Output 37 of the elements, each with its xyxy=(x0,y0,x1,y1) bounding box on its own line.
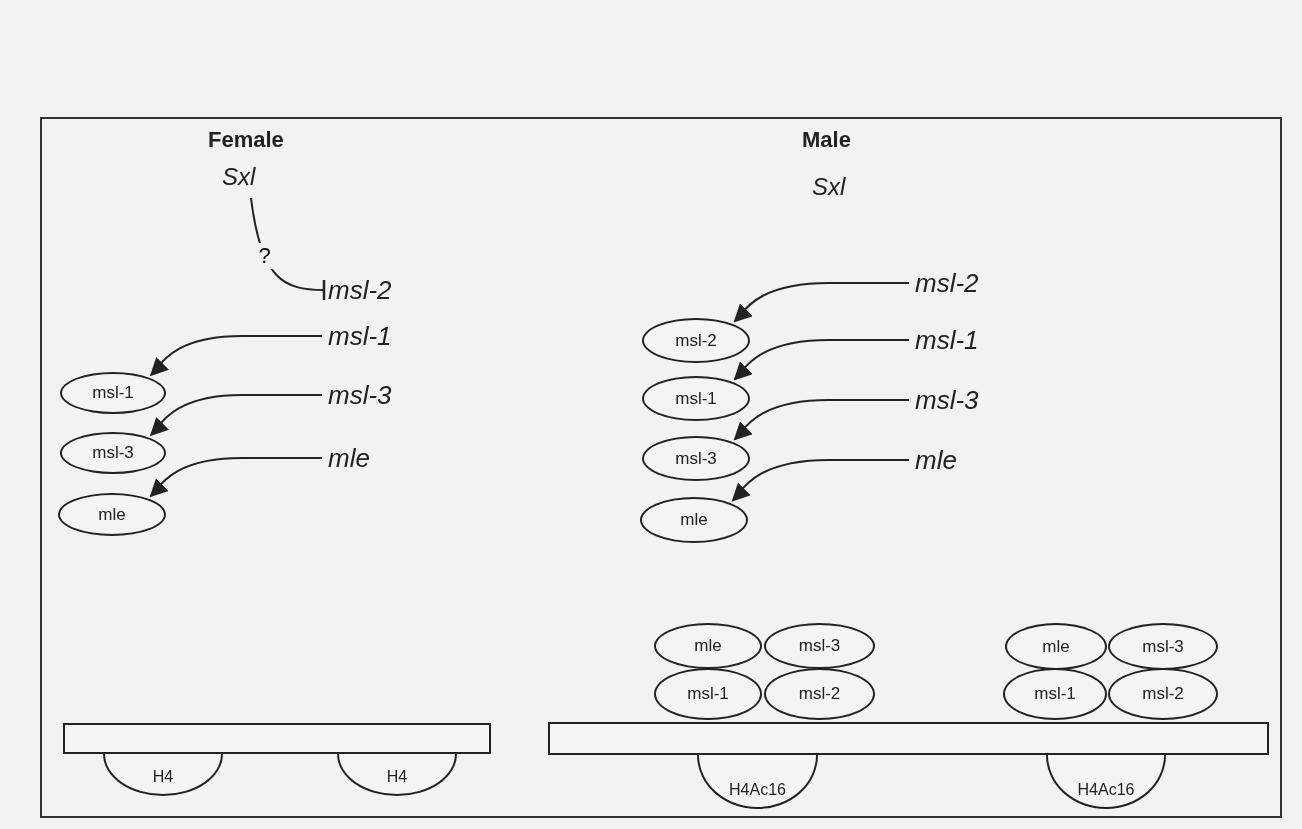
protein-ellipse: msl-1 xyxy=(1003,668,1107,720)
protein-ellipse: msl-1 xyxy=(60,372,166,414)
arrow xyxy=(150,394,323,437)
gene-label: mle xyxy=(328,440,388,476)
arrow xyxy=(733,282,910,323)
gene-label: mle xyxy=(915,442,975,478)
arrow xyxy=(149,457,323,498)
gene-label: msl-2 xyxy=(915,265,995,301)
protein-ellipse: msl-3 xyxy=(764,623,875,669)
protein-ellipse: msl-3 xyxy=(60,432,166,474)
arrow xyxy=(150,335,323,377)
protein-ellipse: msl-2 xyxy=(1108,668,1218,720)
chromatin-bar xyxy=(548,722,1269,755)
panel-heading: Female xyxy=(208,127,284,153)
arrow xyxy=(731,459,910,502)
protein-ellipse: mle xyxy=(654,623,762,669)
gene-label: msl-3 xyxy=(328,377,408,413)
gene-label: msl-1 xyxy=(328,318,408,354)
protein-ellipse: msl-2 xyxy=(764,668,875,720)
protein-ellipse: mle xyxy=(58,493,166,536)
gene-label: Sxl xyxy=(812,170,862,204)
gene-label: msl-2 xyxy=(328,272,408,308)
arrow xyxy=(733,399,910,441)
protein-ellipse: msl-2 xyxy=(642,318,750,363)
protein-ellipse: mle xyxy=(1005,623,1107,670)
protein-ellipse: msl-1 xyxy=(642,376,750,421)
gene-label: msl-1 xyxy=(915,322,995,358)
gene-label: msl-3 xyxy=(915,382,995,418)
chromatin-bar xyxy=(63,723,491,754)
gene-label: Sxl xyxy=(222,160,272,194)
edge-label: ? xyxy=(256,243,273,270)
protein-ellipse: mle xyxy=(640,497,748,543)
protein-ellipse: msl-1 xyxy=(654,668,762,720)
panel-heading: Male xyxy=(802,127,851,153)
protein-ellipse: msl-3 xyxy=(642,436,750,481)
protein-ellipse: msl-3 xyxy=(1108,623,1218,670)
arrow xyxy=(733,339,910,381)
